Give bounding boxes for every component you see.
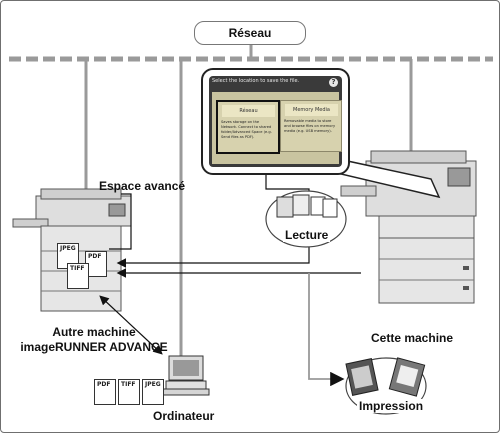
print-arrow (308, 273, 345, 387)
computer-link-arrow (99, 295, 163, 355)
network-label: Réseau (194, 21, 306, 45)
option-memory-media-desc: Removable media to store and browse file… (284, 119, 336, 133)
other-machine-label: Autre machine imageRUNNER ADVANCE (19, 325, 169, 355)
screen-header: Select the location to save the file. (212, 78, 300, 84)
this-machine-label: Cette machine (371, 331, 454, 345)
computer-file-pdf-icon: PDF (94, 379, 116, 405)
other-machine-label-line1: Autre machine (52, 325, 136, 339)
reading-to-other-arrow (116, 239, 310, 268)
printing-label: Impression (357, 399, 426, 413)
computer-file-jpeg-icon: JPEG (142, 379, 164, 405)
option-network-desc: Saves storage on the Network. Connect to… (221, 120, 272, 139)
screen-options-panel: Réseau Saves storage on the Network. Con… (212, 92, 342, 164)
this-machine-printer (340, 150, 477, 304)
computer-file-tiff-icon: TIFF (118, 379, 140, 405)
computer-label: Ordinateur (153, 409, 215, 423)
touch-panel-screen: Select the location to save the file. ? … (201, 68, 350, 175)
advanced-space-pointer (109, 193, 132, 250)
advanced-space-label: Espace avancé (99, 179, 186, 193)
reading-label: Lecture (283, 228, 331, 242)
file-tiff-icon: TIFF (67, 263, 89, 289)
screen-display: Select the location to save the file. ? … (209, 76, 342, 167)
option-memory-media-title: Memory Media (285, 104, 338, 116)
help-icon[interactable]: ? (329, 78, 338, 87)
option-network-button[interactable]: Réseau Saves storage on the Network. Con… (216, 100, 280, 154)
network-line (9, 43, 493, 361)
option-network-title: Réseau (222, 105, 275, 117)
computer-icon (160, 355, 210, 396)
option-memory-media-button[interactable]: Memory Media Removable media to store an… (280, 100, 342, 152)
other-machine-label-line2: imageRUNNER ADVANCE (20, 340, 168, 354)
